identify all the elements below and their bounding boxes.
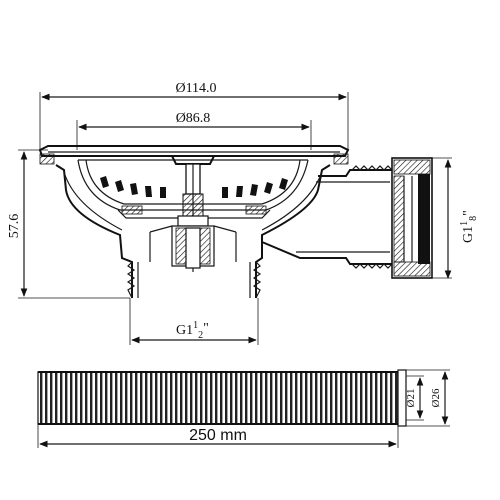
side-thread-fraction: 1	[459, 221, 470, 226]
outer-diameter-dimension: Ø114.0	[39, 81, 349, 150]
height-dimension: 57.6	[7, 149, 130, 299]
strainer-section: Ø114.0 Ø86.8 57.6	[7, 81, 479, 345]
side-thread-label: G118"	[459, 210, 479, 243]
bottom-thread-label: G112"	[176, 320, 209, 341]
sink-flange	[38, 145, 350, 165]
hose-outer-diameter-dimension: Ø26	[406, 369, 450, 427]
bottom-thread-prefix: G1	[176, 323, 193, 338]
outer-diameter-label: Ø114.0	[175, 81, 216, 96]
hose-length-label: 250 mm	[189, 427, 247, 444]
outlet-nut	[391, 157, 433, 279]
bottom-thread-dimension: G112"	[129, 298, 259, 345]
side-thread-inch: "	[461, 210, 476, 216]
inner-diameter-dimension: Ø86.8	[76, 111, 312, 150]
hose-outer-diameter-label: Ø26	[430, 388, 442, 407]
corrugated-hose: Ø21 Ø26 250 mm	[37, 369, 450, 448]
height-label: 57.6	[7, 214, 22, 239]
side-thread-suffix: 8	[468, 216, 479, 221]
svg-text:G118": G118"	[459, 210, 479, 243]
side-thread-prefix: G1	[461, 226, 476, 243]
hose-length-dimension: 250 mm	[37, 424, 399, 448]
hose-inner-diameter-dimension: Ø21	[405, 375, 424, 421]
overflow-outlet: G118"	[261, 157, 479, 279]
basket-slots	[100, 176, 288, 198]
bottom-thread-suffix: 2	[198, 330, 203, 341]
outlet-threads	[351, 165, 393, 269]
center-post	[149, 155, 237, 272]
hose-inner-diameter-label: Ø21	[405, 389, 417, 408]
bottom-thread-fraction: 1	[193, 320, 198, 331]
tailpiece-threads	[126, 261, 262, 299]
inner-diameter-label: Ø86.8	[176, 111, 211, 126]
bottom-thread-inch: "	[203, 321, 209, 336]
